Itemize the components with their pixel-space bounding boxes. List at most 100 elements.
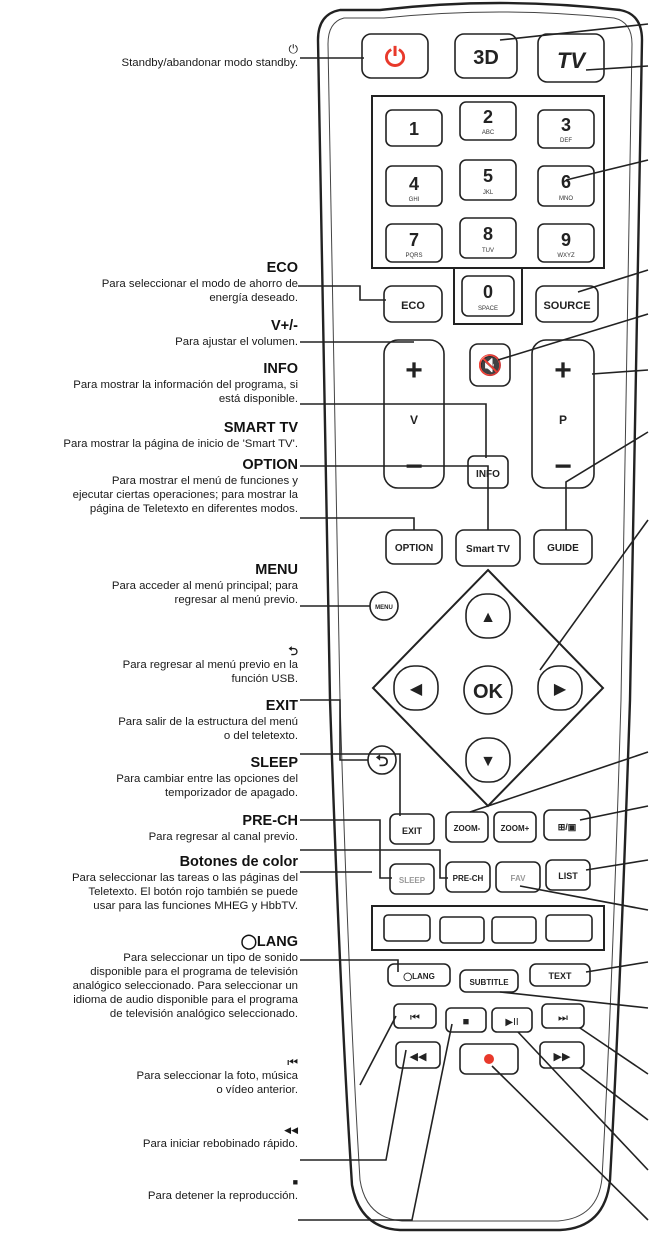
annotation-menu: MENU Para acceder al menú principal; par… bbox=[0, 561, 298, 607]
annotation-sleep: SLEEP Para cambiar entre las opciones de… bbox=[0, 754, 298, 800]
fav-button[interactable] bbox=[495, 861, 541, 893]
color-button-yellow[interactable] bbox=[491, 916, 537, 944]
eco-button[interactable] bbox=[383, 285, 443, 323]
play-pause-icon: ▶II bbox=[505, 1017, 518, 1028]
guide-button[interactable] bbox=[533, 529, 593, 565]
digit-7-sub: PQRS bbox=[405, 253, 422, 259]
volume-rocker[interactable] bbox=[383, 339, 445, 489]
annotation-eco: ECO Para seleccionar el modo de ahorro d… bbox=[0, 259, 298, 305]
annotation-info: INFO Para mostrar la información del pro… bbox=[0, 360, 298, 406]
volume-v-label: V bbox=[410, 413, 418, 427]
prev-icon: ⏮ bbox=[410, 1012, 420, 1024]
digit-5-button[interactable] bbox=[459, 159, 517, 201]
digit-0-label: 0 bbox=[483, 282, 493, 302]
program-down-label: − bbox=[554, 450, 572, 483]
annotation-info-heading: INFO bbox=[263, 361, 298, 377]
guide-label: GUIDE bbox=[547, 543, 579, 554]
annotation-back-desc: Para regresar al menú previo en la funci… bbox=[122, 659, 298, 685]
digit-0-button[interactable] bbox=[461, 275, 515, 317]
arrow-left-icon: ◀ bbox=[410, 681, 423, 698]
back-glyph: ⮌ bbox=[288, 644, 298, 658]
rewind-icon: ◀◀ bbox=[410, 1051, 427, 1063]
pre-ch-button[interactable] bbox=[445, 861, 491, 893]
color-button-red[interactable] bbox=[383, 914, 431, 942]
prev-glyph: ⏮ bbox=[287, 1055, 298, 1069]
annotation-rew-desc: Para iniciar rebobinado rápido. bbox=[142, 1138, 298, 1150]
zoom-plus-label: ZOOM+ bbox=[501, 824, 530, 833]
annotation-info-desc: Para mostrar la información del programa… bbox=[73, 379, 298, 405]
rewind-button[interactable] bbox=[395, 1041, 441, 1069]
dpad-left-button[interactable] bbox=[393, 665, 439, 711]
ok-label: OK bbox=[473, 681, 504, 703]
annotation-smarttv: SMART TV Para mostrar la página de inici… bbox=[0, 419, 298, 451]
power-icon: ⏻ bbox=[385, 42, 406, 72]
annotation-exit-desc: Para salir de la estructura del menú o d… bbox=[118, 716, 298, 742]
digit-3-label: 3 bbox=[561, 115, 571, 135]
digit-6-label: 6 bbox=[561, 172, 571, 192]
annotation-smarttv-desc: Para mostrar la página de inicio de 'Sma… bbox=[63, 438, 298, 450]
ok-button[interactable] bbox=[463, 665, 513, 715]
annotation-sleep-heading: SLEEP bbox=[250, 755, 298, 771]
digit-3-button[interactable] bbox=[537, 109, 595, 149]
prev-button[interactable] bbox=[393, 1003, 437, 1029]
text-button[interactable] bbox=[529, 963, 591, 987]
power-button[interactable] bbox=[361, 33, 429, 79]
digit-4-sub: GHI bbox=[409, 197, 420, 203]
digit-9-button[interactable] bbox=[537, 223, 595, 263]
annotation-color: Botones de color Para seleccionar las ta… bbox=[0, 853, 298, 913]
mute-button[interactable] bbox=[469, 343, 511, 387]
dpad-up-button[interactable] bbox=[465, 593, 511, 639]
annotation-option-heading: OPTION bbox=[242, 457, 298, 473]
zoom-plus-button[interactable] bbox=[493, 811, 537, 843]
3d-button[interactable] bbox=[454, 33, 518, 79]
list-label: LIST bbox=[558, 871, 578, 881]
annotation-prech: PRE-CH Para regresar al canal previo. bbox=[0, 812, 298, 844]
annotation-menu-desc: Para acceder al menú principal; para reg… bbox=[111, 580, 298, 606]
3d-label: 3D bbox=[473, 47, 499, 69]
subtitle-button[interactable] bbox=[459, 969, 519, 993]
arrow-up-icon: ▲ bbox=[480, 609, 496, 626]
power-glyph: ⏻ bbox=[288, 42, 299, 56]
dpad-down-button[interactable] bbox=[465, 737, 511, 783]
digit-8-label: 8 bbox=[483, 224, 493, 244]
annotation-standby: ⏻ Standby/abandonar modo standby. bbox=[0, 42, 298, 70]
digit-8-sub: TUV bbox=[482, 248, 494, 254]
zoom-minus-button[interactable] bbox=[445, 811, 489, 843]
annotation-option-desc: Para mostrar el menú de funciones y ejec… bbox=[72, 475, 298, 515]
digit-4-button[interactable] bbox=[385, 165, 443, 207]
annotation-prech-heading: PRE-CH bbox=[242, 813, 298, 829]
option-label: OPTION bbox=[395, 543, 433, 554]
fast-forward-icon: ▶▶ bbox=[554, 1051, 571, 1063]
lang-button[interactable] bbox=[387, 963, 451, 987]
annotation-prev-desc: Para seleccionar la foto, música o vídeo… bbox=[136, 1070, 298, 1096]
next-icon: ⏭ bbox=[558, 1012, 568, 1024]
exit-button[interactable] bbox=[389, 813, 435, 845]
annotation-prech-desc: Para regresar al canal previo. bbox=[148, 831, 298, 843]
menu-label: MENU bbox=[375, 605, 393, 611]
digit-7-button[interactable] bbox=[385, 223, 443, 263]
stop-button[interactable] bbox=[445, 1007, 487, 1033]
digit-1-button[interactable] bbox=[385, 109, 443, 147]
remote-body-inner bbox=[327, 11, 633, 1222]
zero-frame bbox=[453, 267, 523, 325]
annotation-vol: V+/- Para ajustar el volumen. bbox=[0, 317, 298, 349]
digit-2-button[interactable] bbox=[459, 101, 517, 141]
digit-9-sub: WXYZ bbox=[557, 253, 575, 259]
play-pause-button[interactable] bbox=[491, 1007, 533, 1033]
teletext-mix-button[interactable] bbox=[543, 809, 591, 841]
color-button-blue[interactable] bbox=[545, 914, 593, 942]
list-button[interactable] bbox=[545, 859, 591, 891]
next-button[interactable] bbox=[541, 1003, 585, 1029]
annotation-exit-heading: EXIT bbox=[265, 698, 298, 714]
source-button[interactable] bbox=[535, 285, 599, 323]
digit-7-label: 7 bbox=[409, 230, 419, 250]
sleep-button[interactable] bbox=[389, 863, 435, 895]
annotation-eco-desc: Para seleccionar el modo de ahorro de en… bbox=[101, 278, 298, 304]
dpad-right-button[interactable] bbox=[537, 665, 583, 711]
annotation-color-desc: Para seleccionar las tareas o las página… bbox=[71, 872, 298, 912]
leader-lines-right bbox=[469, 23, 649, 1221]
color-button-green[interactable] bbox=[439, 916, 485, 944]
digit-8-button[interactable] bbox=[459, 217, 517, 259]
sleep-label: SLEEP bbox=[399, 876, 426, 885]
